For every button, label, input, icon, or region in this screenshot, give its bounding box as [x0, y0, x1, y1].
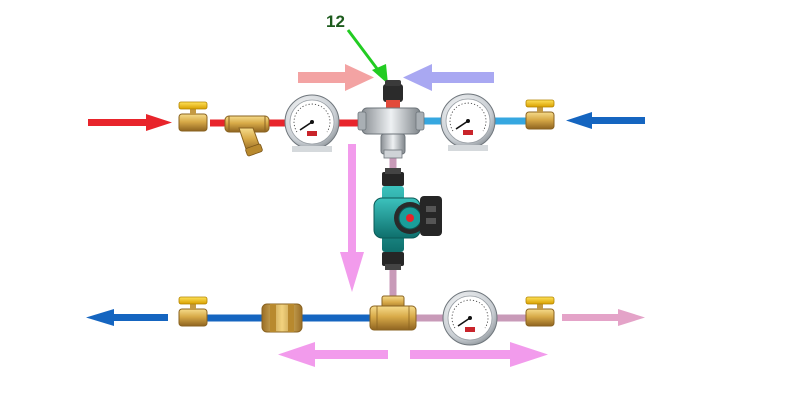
return-outflow-arrow: [86, 309, 168, 326]
hot-inflow-arrow: [88, 114, 172, 131]
mixed-outflow-arrow: [562, 309, 645, 326]
union-nut-icon: [382, 168, 404, 186]
callout-arrowhead: [372, 64, 388, 84]
callout-12: 12: [326, 12, 388, 84]
ball-valve-icon: [178, 101, 208, 132]
circulation-pump-icon: [373, 186, 442, 252]
strainer-icon: [224, 115, 270, 157]
mixing-valve-icon: [357, 80, 425, 159]
union-nut-icon: [382, 252, 404, 270]
flow-arrows: [86, 64, 645, 367]
pink-arrow-down: [340, 144, 364, 292]
thermometer-icon: [284, 94, 340, 152]
callout-leader-line: [346, 29, 380, 71]
salmon-arrow-right: [298, 64, 374, 91]
thermometer-icon: [440, 93, 496, 151]
thermometer-icon: [442, 290, 498, 346]
callout-label: 12: [326, 12, 345, 31]
ball-valve-icon: [525, 99, 555, 130]
lavender-arrow-left: [403, 64, 494, 91]
cold-inflow-arrow: [566, 112, 645, 129]
ball-valve-icon: [178, 296, 208, 327]
pink-arrow-right: [410, 342, 548, 367]
ball-valve-icon: [525, 296, 555, 327]
tee-fitting-icon: [369, 295, 417, 331]
pink-arrow-left: [278, 342, 388, 367]
check-valve-icon: [261, 303, 303, 333]
